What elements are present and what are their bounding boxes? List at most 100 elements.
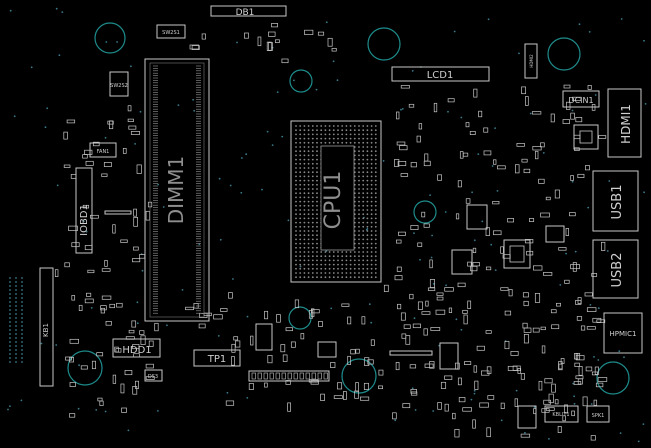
via <box>246 315 249 318</box>
cpu-ball <box>370 150 373 153</box>
cpu-ball <box>311 242 314 245</box>
cpu-ball <box>311 192 314 195</box>
passive-component <box>558 363 563 370</box>
via <box>460 328 463 331</box>
fan1-connector <box>89 142 117 158</box>
via <box>166 324 168 327</box>
cpu-ball <box>345 251 348 253</box>
via <box>419 258 421 261</box>
passive-component <box>399 145 408 151</box>
cpu-ball <box>299 234 302 237</box>
passive-component <box>545 407 555 411</box>
ic-small-4 <box>317 341 337 358</box>
cpu-ball <box>374 192 377 195</box>
cpu-ball <box>341 263 344 266</box>
cpu-ball <box>362 230 365 232</box>
cpu-ball <box>366 154 369 157</box>
cpu-ball <box>307 230 310 232</box>
cpu-ball <box>311 125 314 127</box>
cpu-ball <box>311 196 314 199</box>
cpu-ball <box>328 272 331 274</box>
via <box>15 357 17 359</box>
cpu-ball <box>299 255 302 258</box>
passive-component <box>462 309 468 314</box>
passive-component <box>116 302 123 308</box>
cpu-ball <box>311 204 314 207</box>
via <box>21 353 23 355</box>
passive-component <box>115 348 122 353</box>
passive-component <box>424 363 434 368</box>
cpu-ball <box>370 167 373 169</box>
cpu-ball <box>303 267 306 270</box>
cpu-ball <box>299 175 302 178</box>
cpu-ball <box>303 238 306 241</box>
cpu-ball <box>345 272 348 274</box>
via <box>15 341 17 343</box>
passive-component <box>135 380 139 389</box>
bottom-connector <box>248 370 330 382</box>
bottom-connector-pins <box>251 372 328 380</box>
passive-component <box>109 120 114 130</box>
passive-component <box>575 375 584 380</box>
passive-component <box>350 349 356 355</box>
via <box>597 359 600 361</box>
kb1-connector <box>39 267 54 387</box>
via <box>21 357 23 359</box>
passive-component <box>570 112 575 120</box>
via <box>13 115 16 118</box>
passive-component <box>396 266 402 272</box>
passive-component <box>331 48 337 52</box>
cpu-ball <box>307 150 310 153</box>
via <box>587 206 590 209</box>
cpu-ball <box>362 209 365 211</box>
cpu-ball <box>307 162 310 165</box>
passive-component <box>424 153 429 162</box>
via <box>105 41 108 43</box>
cpu-ball <box>362 255 365 258</box>
passive-component <box>112 374 117 384</box>
via <box>382 160 385 162</box>
via <box>21 329 23 331</box>
cpu-ball <box>295 188 297 190</box>
cpu-ball <box>299 133 302 136</box>
cpu-ball <box>370 125 373 127</box>
passive-component <box>566 101 571 110</box>
tp1-connector <box>193 349 241 367</box>
cpu-ball <box>374 225 377 228</box>
passive-component <box>132 344 140 350</box>
passive-component <box>601 241 606 251</box>
cpu-ball <box>332 129 335 132</box>
cpu-ball <box>370 162 373 165</box>
cpu-ball <box>303 251 306 253</box>
via <box>597 307 600 310</box>
passive-component <box>96 352 104 357</box>
passive-component <box>132 258 141 263</box>
via <box>9 289 11 291</box>
via <box>127 429 130 432</box>
cpu-ball <box>366 183 369 186</box>
ic-small-1 <box>545 225 565 243</box>
via <box>445 284 447 287</box>
cpu-ball <box>374 183 377 186</box>
via <box>429 194 431 197</box>
passive-component <box>63 164 71 168</box>
via <box>15 305 17 307</box>
cpu-ball <box>374 234 377 237</box>
passive-component <box>448 307 453 313</box>
cpu-ball <box>320 255 323 258</box>
cpu-ball <box>303 242 306 245</box>
cpu-ball <box>370 183 373 186</box>
passive-component <box>436 292 444 296</box>
passive-component <box>421 311 431 315</box>
via <box>15 317 17 319</box>
via <box>261 188 263 191</box>
cpu-ball <box>303 188 306 190</box>
cpu-ball <box>295 272 297 274</box>
cpu-ball <box>366 255 369 258</box>
via <box>432 410 435 412</box>
passive-component <box>347 316 352 325</box>
passive-component <box>594 366 599 375</box>
cpu-ball <box>316 175 318 178</box>
ic-strip-1 <box>389 350 433 356</box>
cpu-ball <box>307 141 310 144</box>
